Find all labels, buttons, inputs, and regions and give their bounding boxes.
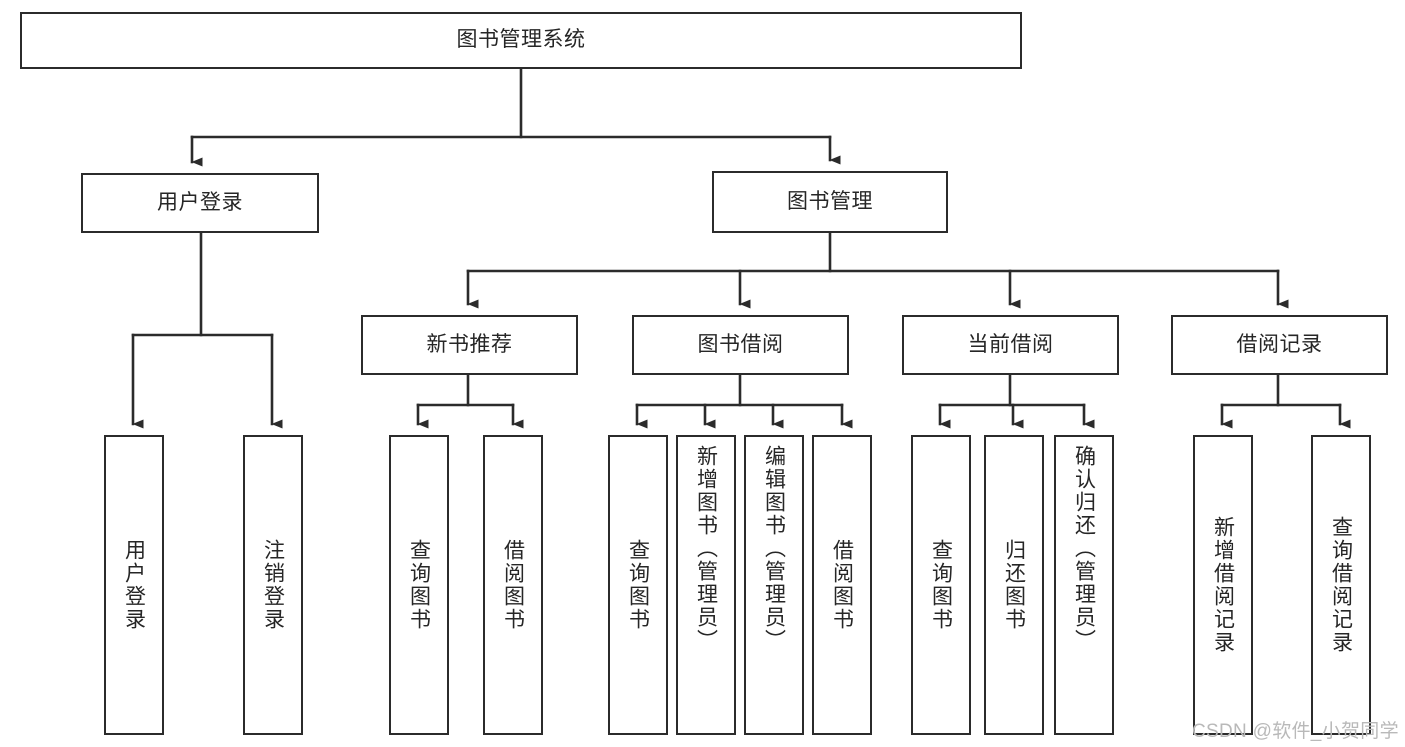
node-leaf-add-book-admin-label: 新增图书（管理员） bbox=[694, 445, 718, 652]
node-leaf-query-borrow-record[interactable]: 查询借阅记录 bbox=[1311, 435, 1371, 735]
node-book-management[interactable]: 图书管理 bbox=[712, 171, 948, 233]
node-leaf-borrow-book-recommend[interactable]: 借阅图书 bbox=[483, 435, 543, 735]
node-leaf-query-book-current-label: 查询图书 bbox=[929, 539, 953, 631]
node-leaf-return-book-label: 归还图书 bbox=[1002, 539, 1026, 631]
node-leaf-logout-label: 注销登录 bbox=[261, 539, 285, 631]
node-leaf-edit-book-admin-label: 编辑图书（管理员） bbox=[762, 445, 786, 652]
node-user-login[interactable]: 用户登录 bbox=[81, 173, 319, 233]
node-borrow-record[interactable]: 借阅记录 bbox=[1171, 315, 1388, 375]
node-book-borrow-label: 图书借阅 bbox=[697, 332, 784, 356]
node-borrow-record-label: 借阅记录 bbox=[1236, 332, 1323, 356]
node-leaf-add-borrow-record-label: 新增借阅记录 bbox=[1211, 516, 1235, 654]
node-user-login-label: 用户登录 bbox=[157, 190, 243, 214]
node-leaf-query-book-borrow[interactable]: 查询图书 bbox=[608, 435, 668, 735]
node-book-borrow[interactable]: 图书借阅 bbox=[632, 315, 849, 375]
node-leaf-borrow-book-borrow[interactable]: 借阅图书 bbox=[812, 435, 872, 735]
node-leaf-add-borrow-record[interactable]: 新增借阅记录 bbox=[1193, 435, 1253, 735]
node-leaf-confirm-return-admin[interactable]: 确认归还（管理员） bbox=[1054, 435, 1114, 735]
node-leaf-return-book[interactable]: 归还图书 bbox=[984, 435, 1044, 735]
node-leaf-confirm-return-admin-label: 确认归还（管理员） bbox=[1072, 445, 1096, 652]
node-new-book-recommend[interactable]: 新书推荐 bbox=[361, 315, 578, 375]
node-leaf-add-book-admin[interactable]: 新增图书（管理员） bbox=[676, 435, 736, 735]
node-leaf-user-login-label: 用户登录 bbox=[122, 539, 146, 631]
node-current-borrow-label: 当前借阅 bbox=[967, 332, 1054, 356]
node-leaf-query-book-recommend[interactable]: 查询图书 bbox=[389, 435, 449, 735]
node-book-management-label: 图书管理 bbox=[787, 189, 873, 213]
node-leaf-query-borrow-record-label: 查询借阅记录 bbox=[1329, 516, 1353, 654]
node-leaf-edit-book-admin[interactable]: 编辑图书（管理员） bbox=[744, 435, 804, 735]
node-current-borrow[interactable]: 当前借阅 bbox=[902, 315, 1119, 375]
node-leaf-logout[interactable]: 注销登录 bbox=[243, 435, 303, 735]
node-leaf-borrow-book-recommend-label: 借阅图书 bbox=[501, 539, 525, 631]
node-leaf-query-book-borrow-label: 查询图书 bbox=[626, 539, 650, 631]
node-leaf-borrow-book-borrow-label: 借阅图书 bbox=[830, 539, 854, 631]
node-leaf-user-login[interactable]: 用户登录 bbox=[104, 435, 164, 735]
node-root-system[interactable]: 图书管理系统 bbox=[20, 12, 1022, 69]
node-leaf-query-book-recommend-label: 查询图书 bbox=[407, 539, 431, 631]
node-new-book-recommend-label: 新书推荐 bbox=[426, 332, 513, 356]
node-leaf-query-book-current[interactable]: 查询图书 bbox=[911, 435, 971, 735]
node-root-system-label: 图书管理系统 bbox=[456, 28, 586, 52]
